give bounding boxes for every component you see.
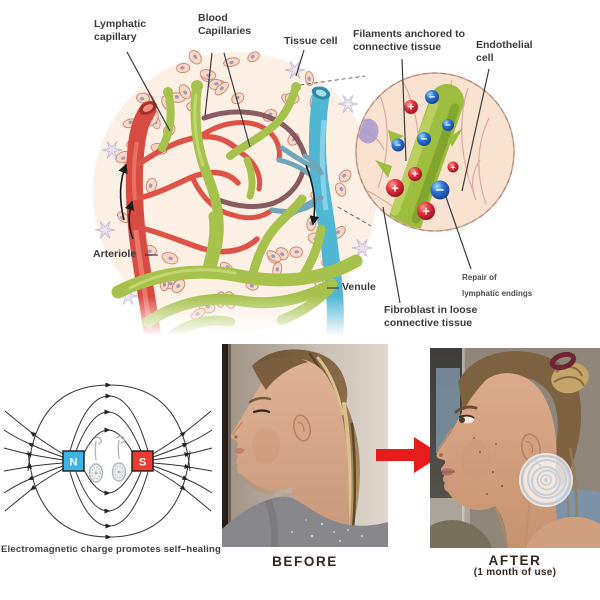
negative-charge: − xyxy=(425,90,439,104)
magnified-inset: − + − − − + + + − + xyxy=(355,72,515,232)
svg-text:+: + xyxy=(422,203,430,218)
before-photo xyxy=(222,344,388,547)
svg-text:−: − xyxy=(395,140,401,151)
svg-text:+: + xyxy=(408,102,414,114)
nostril xyxy=(439,453,443,457)
svg-text:−: − xyxy=(436,182,444,198)
charge-particles: − + − − − + + + − + xyxy=(386,90,459,220)
moles xyxy=(473,437,503,495)
label-repair: Repair of lymphatic endings xyxy=(462,270,554,302)
negative-charge: − xyxy=(442,119,454,131)
svg-text:+: + xyxy=(451,162,456,172)
negative-charge: − xyxy=(430,180,450,200)
after-photo-art xyxy=(430,348,600,548)
north-magnet-label: N xyxy=(70,457,78,469)
positive-charge: + xyxy=(447,161,459,173)
before-after-arrow xyxy=(376,437,442,473)
electromagnetic-field-diagram: N S xyxy=(3,383,213,539)
tank-speckles xyxy=(291,519,364,543)
earring-right xyxy=(111,435,127,482)
bottom-fade xyxy=(80,296,400,336)
label-repair-line2: lymphatic endings xyxy=(462,289,533,298)
lymphatic-highlights xyxy=(128,93,237,290)
eyebrow xyxy=(454,405,478,414)
negative-charge: − xyxy=(417,132,431,146)
top-garment xyxy=(430,520,492,548)
front-hair xyxy=(252,357,308,390)
before-label: BEFORE xyxy=(272,554,338,569)
field-lines xyxy=(3,383,213,539)
face xyxy=(230,358,350,547)
label-repair-line1: Repair of xyxy=(462,273,497,282)
scrunchie xyxy=(549,351,577,371)
lips xyxy=(235,447,245,454)
after-photo xyxy=(430,348,600,548)
ear xyxy=(292,414,312,442)
positive-charge: + xyxy=(408,167,422,181)
svg-text:−: − xyxy=(445,120,451,131)
svg-text:+: + xyxy=(412,169,418,181)
label-blood-capillaries: Blood Capillaries xyxy=(198,12,252,37)
flow-direction-arrows xyxy=(118,163,320,240)
magnets: N S xyxy=(62,450,154,472)
label-venule: Venule xyxy=(342,281,376,293)
label-tissue-cell: Tissue cell xyxy=(284,35,338,47)
cell-nucleus xyxy=(357,118,379,144)
blood-capillary-network xyxy=(136,119,282,255)
spiral-earring xyxy=(519,453,573,507)
label-fibroblast: Fibroblast in loose connective tissue xyxy=(384,304,478,329)
em-caption: Electromagnetic charge promotes self–hea… xyxy=(1,544,221,555)
svg-text:−: − xyxy=(429,92,435,104)
magnifier-cone-lines xyxy=(299,75,372,227)
negative-charge: − xyxy=(391,138,405,152)
arrow-shape xyxy=(376,437,442,473)
earring-left xyxy=(88,436,104,483)
eye xyxy=(252,409,271,414)
eyebrow xyxy=(248,396,272,404)
south-magnet xyxy=(131,450,154,472)
hair xyxy=(458,351,581,486)
label-filaments: Filaments anchored to connective tissue xyxy=(353,28,466,53)
south-magnet-label: S xyxy=(139,457,146,469)
svg-text:−: − xyxy=(421,134,427,146)
after-note: (1 month of use) xyxy=(473,567,557,578)
label-lymphatic-capillary: Lymphatic capillary xyxy=(94,18,147,43)
svg-text:+: + xyxy=(391,180,399,195)
tank-top xyxy=(222,496,388,547)
label-arteriole: Arteriole xyxy=(93,248,137,260)
before-photo-art xyxy=(222,344,388,547)
positive-charge: + xyxy=(386,179,404,197)
earrings-sketch xyxy=(88,435,127,483)
lymphatic-tips xyxy=(163,80,301,97)
label-endothelial-cell: Endothelial cell xyxy=(476,39,533,64)
positive-charge: + xyxy=(417,202,435,220)
shoulder xyxy=(526,516,600,548)
label-pointer-lines xyxy=(126,49,490,304)
doorframe xyxy=(222,344,228,547)
nostril xyxy=(234,435,238,439)
after-label: AFTER xyxy=(488,553,542,568)
north-magnet xyxy=(62,450,85,472)
positive-charge: + xyxy=(404,100,418,114)
anatomy-diagram: − + − − − + + + − + xyxy=(80,49,515,336)
